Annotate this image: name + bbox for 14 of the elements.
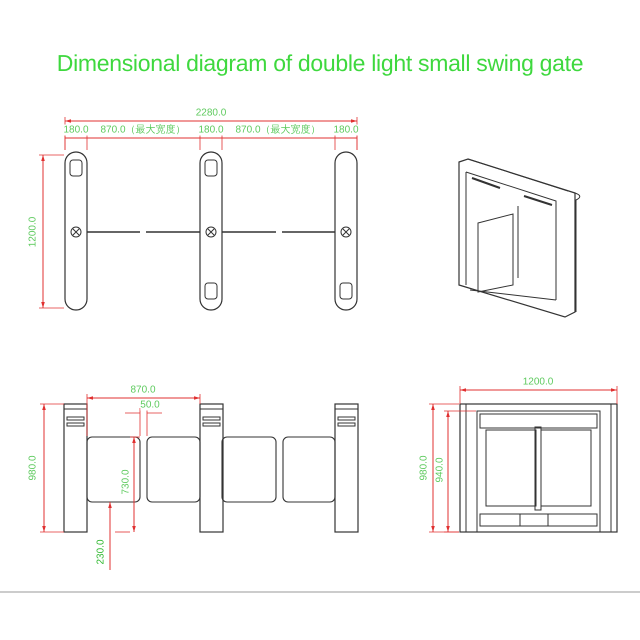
dimension-label: 1200.0 <box>28 216 38 248</box>
dimension-label: 940.0 <box>434 457 446 483</box>
dimension-label: 980.0 <box>418 455 430 481</box>
dimension-label: 230.0 <box>96 539 106 565</box>
dimension-label: 980.0 <box>28 455 38 481</box>
dimension-label: 1200.0 <box>522 376 554 388</box>
diagram-title: Dimensional diagram of double light small swing gate <box>56 50 584 77</box>
dimension-label: 2280.0 <box>196 108 226 118</box>
dimension-label: 180.0 <box>333 124 359 136</box>
dimension-label: 50.0 <box>140 400 160 410</box>
dimension-label: 180.0 <box>198 124 224 136</box>
dimension-label: 870.0 <box>130 384 156 396</box>
dimension-label: 730.0 <box>120 469 132 495</box>
dimension-label: 180.0 <box>63 124 89 136</box>
